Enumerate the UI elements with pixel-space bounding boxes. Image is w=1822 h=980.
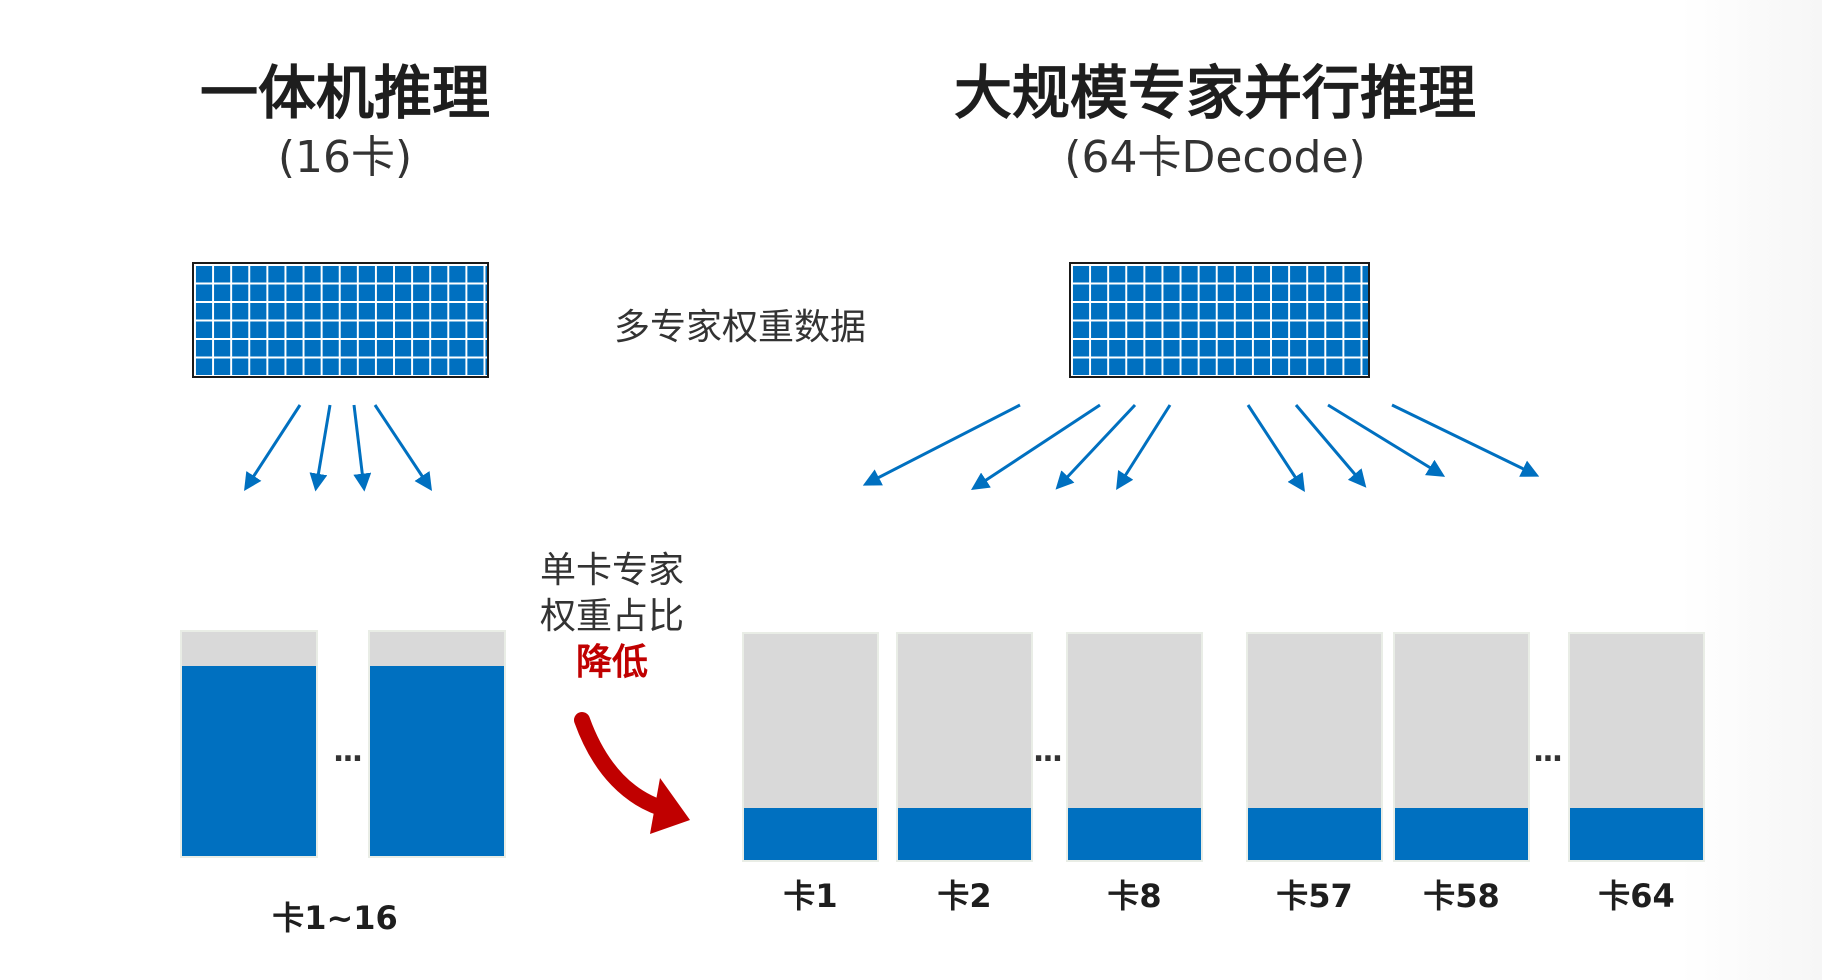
gpu-card-label: 卡64: [1598, 877, 1675, 915]
arrow: [1294, 404, 1367, 488]
decrease-arrow: [574, 712, 676, 818]
expert-weight-fill: [744, 808, 877, 860]
arrow: [970, 403, 1101, 490]
arrow: [1327, 403, 1446, 477]
right-expert-weights-block: [1069, 262, 1370, 378]
left-subtitle: (16卡): [277, 132, 413, 183]
note-emphasis: 降低: [575, 642, 648, 683]
arrow: [352, 404, 372, 492]
arrow: [1116, 404, 1172, 491]
arrow: [244, 404, 302, 492]
gpu-card-label: 卡57: [1276, 877, 1353, 915]
note-line-1: 单卡专家: [539, 550, 684, 591]
arrow: [1391, 403, 1540, 477]
arrow: [1246, 404, 1305, 493]
gpu-card: [896, 632, 1033, 862]
left-card-label: 卡1~16: [272, 899, 398, 937]
gpu-card: [1246, 632, 1383, 862]
left-title: 一体机推理: [199, 59, 491, 127]
expert-weight-fill: [370, 665, 504, 856]
left-card-last: [368, 630, 506, 858]
arrow: [1055, 403, 1137, 490]
expert-weight-fill: [1068, 808, 1201, 860]
gpu-card-label: 卡58: [1423, 877, 1500, 915]
gpu-card-label: 卡8: [1107, 877, 1162, 915]
note-line-2: 权重占比: [539, 596, 684, 637]
right-subtitle: (64卡Decode): [1064, 132, 1366, 183]
expert-weight-fill: [1395, 808, 1528, 860]
left-card-first: [180, 630, 318, 858]
left-expert-weights-block: [192, 262, 489, 378]
arrow: [373, 404, 432, 492]
expert-weight-fill: [1248, 808, 1381, 860]
expert-weights-label: 多专家权重数据: [614, 307, 867, 348]
expert-weight-fill: [182, 665, 316, 856]
expert-weight-fill: [898, 808, 1031, 860]
gpu-card: [742, 632, 879, 862]
left-ellipsis: ...: [332, 734, 363, 769]
weight-share-note: 单卡专家 权重占比 降低: [512, 548, 712, 686]
arrow: [862, 403, 1021, 486]
right-title: 大规模专家并行推理: [953, 59, 1477, 127]
right-ellipsis-2: ...: [1532, 734, 1563, 769]
gpu-card: [1066, 632, 1203, 862]
arrow: [309, 404, 332, 492]
expert-weight-fill: [1570, 808, 1703, 860]
gpu-card: [1393, 632, 1530, 862]
right-ellipsis-1: ...: [1032, 734, 1063, 769]
gpu-card-label: 卡1: [783, 877, 838, 915]
gpu-card-label: 卡2: [937, 877, 992, 915]
gpu-card: [1568, 632, 1705, 862]
decrease-arrowhead: [650, 778, 690, 834]
